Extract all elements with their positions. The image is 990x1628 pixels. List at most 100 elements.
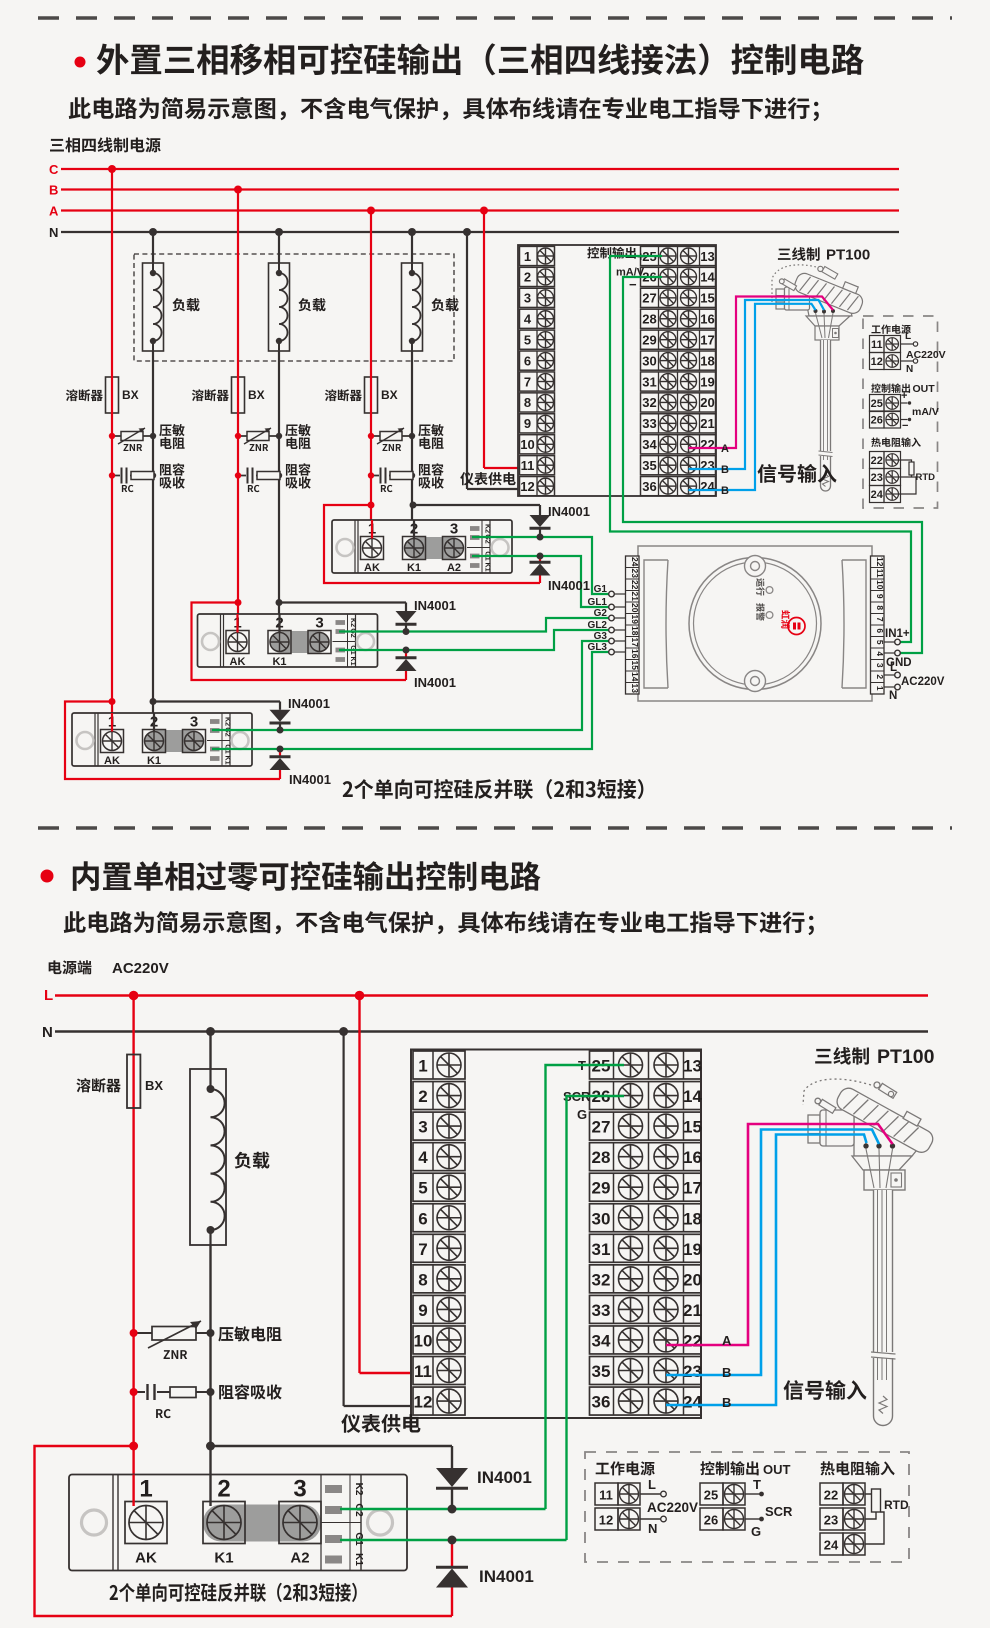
svg-text:7: 7 <box>524 374 531 389</box>
svg-text:22: 22 <box>630 580 640 590</box>
svg-text:27: 27 <box>642 291 656 306</box>
svg-text:IN4001: IN4001 <box>479 1567 534 1586</box>
svg-text:BX: BX <box>145 1078 163 1093</box>
svg-text:IN4001: IN4001 <box>548 504 590 519</box>
svg-text:G2: G2 <box>594 608 608 619</box>
svg-text:N: N <box>906 364 913 375</box>
svg-text:18: 18 <box>630 626 640 636</box>
svg-text:10: 10 <box>520 437 534 452</box>
svg-text:3: 3 <box>450 521 458 538</box>
svg-text:K1: K1 <box>224 756 231 765</box>
svg-text:K1: K1 <box>272 656 286 668</box>
svg-text:19: 19 <box>683 1240 702 1259</box>
svg-text:B: B <box>722 1365 731 1380</box>
svg-text:L: L <box>648 1477 656 1492</box>
svg-text:AK: AK <box>364 562 380 574</box>
svg-text:18: 18 <box>700 353 714 368</box>
svg-text:31: 31 <box>592 1240 611 1259</box>
svg-text:23: 23 <box>683 1362 702 1381</box>
svg-text:23: 23 <box>824 1513 838 1528</box>
svg-text:4: 4 <box>524 312 532 327</box>
svg-text:24: 24 <box>824 1538 839 1553</box>
svg-text:GL2: GL2 <box>588 620 608 631</box>
svg-text:23: 23 <box>630 569 640 579</box>
svg-text:17: 17 <box>630 638 640 648</box>
svg-text:24: 24 <box>683 1393 702 1412</box>
svg-text:5: 5 <box>418 1179 427 1198</box>
svg-text:−: − <box>629 277 637 292</box>
svg-text:B: B <box>721 485 729 497</box>
svg-text:11: 11 <box>521 458 535 473</box>
svg-text:6: 6 <box>524 353 531 368</box>
svg-text:32: 32 <box>642 395 656 410</box>
svg-text:14: 14 <box>700 270 715 285</box>
svg-text:A2: A2 <box>447 562 461 574</box>
svg-text:7: 7 <box>875 617 885 622</box>
svg-text:2: 2 <box>418 1087 427 1106</box>
svg-text:28: 28 <box>592 1148 611 1167</box>
svg-text:19: 19 <box>630 615 640 625</box>
svg-text:16: 16 <box>630 649 640 659</box>
svg-text:6: 6 <box>418 1209 427 1228</box>
svg-text:34: 34 <box>592 1331 611 1350</box>
svg-text:7: 7 <box>418 1240 427 1259</box>
svg-text:AK: AK <box>135 1550 157 1567</box>
svg-text:BX: BX <box>381 388 398 402</box>
svg-text:L: L <box>890 662 897 674</box>
svg-text:25: 25 <box>704 1488 718 1503</box>
svg-text:AC220V: AC220V <box>901 676 945 688</box>
svg-text:IN4001: IN4001 <box>414 675 456 690</box>
svg-text:29: 29 <box>642 332 656 347</box>
svg-text:3: 3 <box>524 291 531 306</box>
svg-text:22: 22 <box>824 1488 838 1503</box>
svg-text:−: − <box>902 420 908 432</box>
svg-text:G2: G2 <box>224 727 231 736</box>
svg-text:24: 24 <box>630 557 640 567</box>
svg-text:16: 16 <box>683 1148 702 1167</box>
svg-text:10: 10 <box>875 580 885 590</box>
svg-text:34: 34 <box>642 437 657 452</box>
svg-text:N: N <box>648 1521 657 1536</box>
svg-text:IN4001: IN4001 <box>414 598 456 613</box>
svg-text:2: 2 <box>524 270 531 285</box>
svg-text:IN4001: IN4001 <box>289 772 331 787</box>
svg-text:K1: K1 <box>214 1550 233 1567</box>
svg-text:K2: K2 <box>224 717 231 726</box>
svg-text:N: N <box>889 690 897 702</box>
svg-text:35: 35 <box>642 458 656 473</box>
svg-text:PT100: PT100 <box>826 247 870 264</box>
svg-text:AC220V: AC220V <box>112 960 169 977</box>
svg-text:8: 8 <box>418 1270 427 1289</box>
svg-text:11: 11 <box>871 339 883 351</box>
svg-text:AK: AK <box>230 656 246 668</box>
svg-text:T: T <box>753 1477 761 1492</box>
svg-text:27: 27 <box>592 1118 611 1137</box>
svg-text:11: 11 <box>875 569 885 578</box>
svg-text:RTD: RTD <box>884 1498 909 1512</box>
svg-text:20: 20 <box>630 603 640 613</box>
svg-text:21: 21 <box>630 592 640 602</box>
svg-text:IN1+: IN1+ <box>885 628 910 640</box>
svg-text:B: B <box>722 1395 731 1410</box>
svg-text:B: B <box>721 464 729 476</box>
svg-text:24: 24 <box>700 479 715 494</box>
svg-text:9: 9 <box>875 594 885 599</box>
svg-text:G1: G1 <box>594 584 608 595</box>
svg-text:29: 29 <box>592 1179 611 1198</box>
svg-text:GL3: GL3 <box>588 642 608 653</box>
svg-text:12: 12 <box>414 1393 433 1412</box>
svg-text:33: 33 <box>642 416 656 431</box>
svg-text:2: 2 <box>217 1476 230 1503</box>
svg-text:8: 8 <box>524 395 531 410</box>
svg-text:G3: G3 <box>594 631 608 642</box>
svg-text:IN4001: IN4001 <box>548 578 590 593</box>
svg-text:G2: G2 <box>353 1503 364 1517</box>
svg-text:12: 12 <box>871 356 883 368</box>
svg-text:30: 30 <box>642 353 656 368</box>
svg-text:5: 5 <box>524 332 531 347</box>
svg-text:25: 25 <box>871 398 883 410</box>
svg-text:K1: K1 <box>407 562 421 574</box>
svg-text:24: 24 <box>871 489 884 501</box>
svg-text:SCR: SCR <box>765 1504 793 1519</box>
svg-text:AC220V: AC220V <box>906 349 946 361</box>
